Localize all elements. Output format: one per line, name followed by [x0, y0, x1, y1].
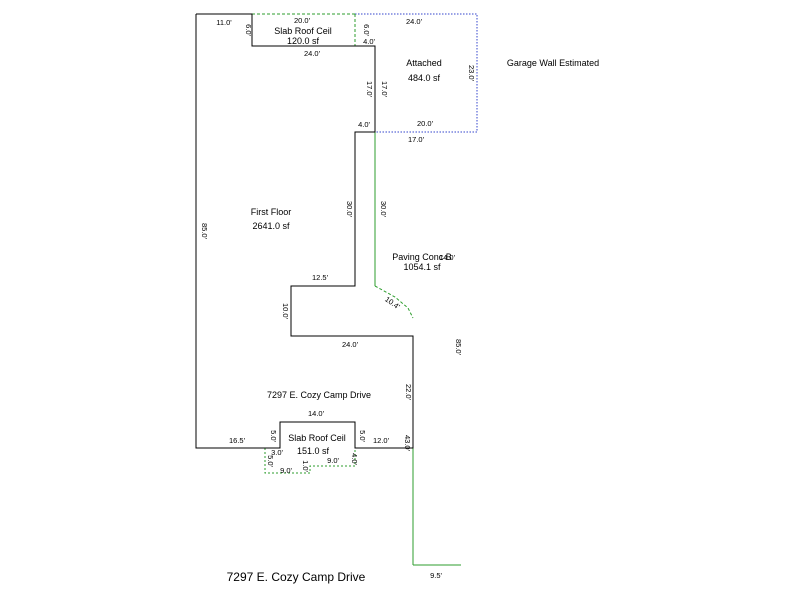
paving-outline	[374, 132, 461, 566]
slab-bottom-area: 151.0 sf	[297, 446, 330, 456]
slab-bottom-outline	[264, 448, 356, 474]
garage-note: Garage Wall Estimated	[507, 58, 599, 68]
dim-label: 85.0'	[454, 339, 463, 356]
dim-label: 23.0'	[467, 65, 476, 82]
dim-label: 14.0'	[439, 253, 456, 262]
dim-label: 10.0'	[281, 303, 290, 320]
first-floor-outline	[195, 13, 414, 449]
dim-label: 24.0'	[304, 49, 321, 58]
dim-label: 9.5'	[430, 571, 442, 580]
dim-label: 3.0'	[271, 448, 283, 457]
first-floor-name: First Floor	[251, 207, 292, 217]
dim-label: 9.0'	[327, 456, 339, 465]
dim-label: 85.0'	[200, 223, 209, 240]
paving-area: 1054.1 sf	[403, 262, 441, 272]
slab-top-outline	[252, 13, 356, 46]
dim-label: 4.0'	[363, 37, 375, 46]
dim-label: 9.0'	[280, 466, 292, 475]
paving-name: Paving Conc B	[392, 252, 452, 262]
dim-label: 24.0'	[342, 340, 359, 349]
dim-label: 17.0'	[365, 81, 374, 98]
dim-label: 22.0'	[404, 384, 413, 401]
dim-label: 30.0'	[379, 201, 388, 218]
dim-label: 30.0'	[345, 201, 354, 218]
dim-label: 16.5'	[229, 436, 246, 445]
dim-label: 10.4'	[383, 295, 402, 312]
garage-name: Attached	[406, 58, 442, 68]
dim-label: 24.0'	[406, 17, 423, 26]
dim-label: 6.0'	[362, 24, 371, 36]
slab-top-name: Slab Roof Ceil	[274, 26, 332, 36]
dim-label: 11.0'	[216, 18, 232, 27]
dim-label: 17.0'	[408, 135, 425, 144]
dim-label: 1.0'	[301, 460, 310, 472]
dim-label: 5.0'	[269, 430, 278, 442]
slab-bottom-name: Slab Roof Ceil	[288, 433, 346, 443]
dim-label: 43.0'	[403, 435, 412, 452]
dim-label: 17.0'	[380, 81, 389, 98]
dim-label: 12.5'	[312, 273, 329, 282]
garage-outline	[355, 13, 478, 133]
dim-label: 14.0'	[308, 409, 325, 418]
slab-top-area: 120.0 sf	[287, 36, 320, 46]
dim-label: 6.0'	[244, 24, 253, 36]
address-footer: 7297 E. Cozy Camp Drive	[227, 570, 366, 584]
dim-label: 5.0'	[266, 455, 275, 467]
garage-area: 484.0 sf	[408, 73, 441, 83]
first-floor-area: 2641.0 sf	[252, 221, 290, 231]
dim-label: 5.0'	[358, 430, 367, 442]
dim-label: 12.0'	[373, 436, 390, 445]
dim-label: 4.0'	[358, 120, 370, 129]
dim-label: 20.0'	[417, 119, 434, 128]
address-inner: 7297 E. Cozy Camp Drive	[267, 390, 371, 400]
dim-label: 20.0'	[294, 16, 311, 25]
dim-label: 4.0'	[350, 453, 359, 465]
